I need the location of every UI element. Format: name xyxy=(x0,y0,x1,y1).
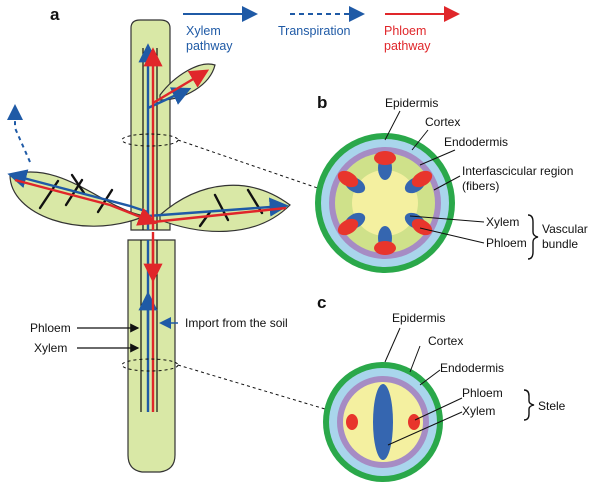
root-xylem-label: Xylem xyxy=(462,404,495,418)
right-leaf xyxy=(159,184,291,233)
shoot-stem xyxy=(130,19,171,231)
stem-interfascicular-label-2: (fibers) xyxy=(462,179,499,193)
legend-phloem-line2: pathway xyxy=(384,39,431,53)
root-phloem-label: Phloem xyxy=(462,386,503,400)
root-phloem-right xyxy=(408,414,420,430)
stem-phloem-label: Phloem xyxy=(486,236,527,250)
stem-endodermis-label: Endodermis xyxy=(444,135,508,149)
transpiration-arrow xyxy=(7,104,31,163)
plant-root xyxy=(127,239,176,473)
import-from-soil-label: Import from the soil xyxy=(185,316,288,330)
stem-cortex-label: Cortex xyxy=(425,115,460,129)
stem-leader-lines xyxy=(384,110,485,244)
root-cortex-label: Cortex xyxy=(428,334,463,348)
root-endodermis-label: Endodermis xyxy=(440,361,504,375)
legend-xylem-line1: Xylem xyxy=(186,24,221,38)
stem-pith xyxy=(352,170,418,236)
stem-interfascicular-label-1: Interfascicular region xyxy=(462,164,573,178)
legend: Xylem pathway Transpiration Phloem pathw… xyxy=(183,6,460,53)
root-phloem-left xyxy=(346,414,358,430)
phloem-path xyxy=(14,47,287,412)
stem-xylem-label: Xylem xyxy=(486,215,519,229)
root-leader-lines xyxy=(384,327,463,446)
stem-cross-section xyxy=(315,133,455,273)
legend-transpiration: Transpiration xyxy=(278,24,351,38)
plant-phloem-label: Phloem xyxy=(30,321,71,335)
panel-c-label: c xyxy=(317,293,326,312)
vascular-bundles xyxy=(337,151,433,255)
root-cross-section xyxy=(323,362,443,482)
xylem-path xyxy=(7,43,289,412)
stele-label: Stele xyxy=(538,399,566,413)
stele-bracket xyxy=(523,389,535,421)
vascular-bundle-label-2: bundle xyxy=(542,237,578,251)
plant-xylem-label: Xylem xyxy=(34,341,67,355)
panel-b-label: b xyxy=(317,93,327,112)
legend-xylem-line2: pathway xyxy=(186,39,233,53)
leaf-veins xyxy=(38,173,264,228)
vascular-bundle-bracket xyxy=(527,214,539,260)
panel-a-label: a xyxy=(50,5,60,24)
vascular-bundle-label-1: Vascular xyxy=(542,222,588,236)
root-xylem xyxy=(373,384,393,460)
root-epidermis-label: Epidermis xyxy=(392,311,445,325)
root-body xyxy=(127,239,176,473)
plant-shoot xyxy=(9,19,291,233)
stem-epidermis-label: Epidermis xyxy=(385,96,438,110)
legend-phloem-line1: Phloem xyxy=(384,24,426,38)
